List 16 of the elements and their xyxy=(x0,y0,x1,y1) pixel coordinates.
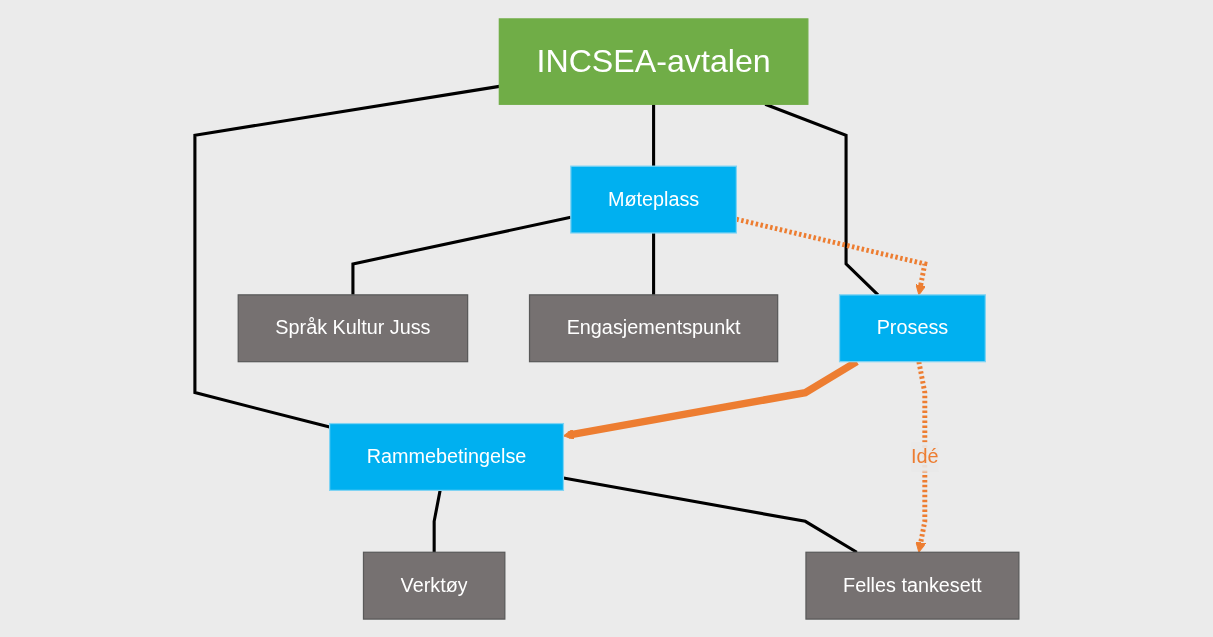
node-box: INCSEA-avtalen xyxy=(498,17,809,105)
node-box: Rammebetingelse xyxy=(328,422,564,491)
connector xyxy=(651,232,655,295)
node-box: Prosess xyxy=(838,293,986,362)
node-box: Felles tankesett xyxy=(804,551,1020,620)
arrow xyxy=(914,360,927,553)
node-box: Engasjementspunkt xyxy=(528,293,778,362)
connector xyxy=(651,103,655,166)
node-box: Møteplass xyxy=(569,165,737,234)
node-box: Språk Kultur Juss xyxy=(237,293,468,362)
node-box: Verktøy xyxy=(362,551,506,620)
connector xyxy=(764,102,879,296)
arrow xyxy=(735,216,928,295)
connector xyxy=(350,215,571,295)
connector xyxy=(432,489,442,552)
edge-label: Idé xyxy=(910,445,939,467)
